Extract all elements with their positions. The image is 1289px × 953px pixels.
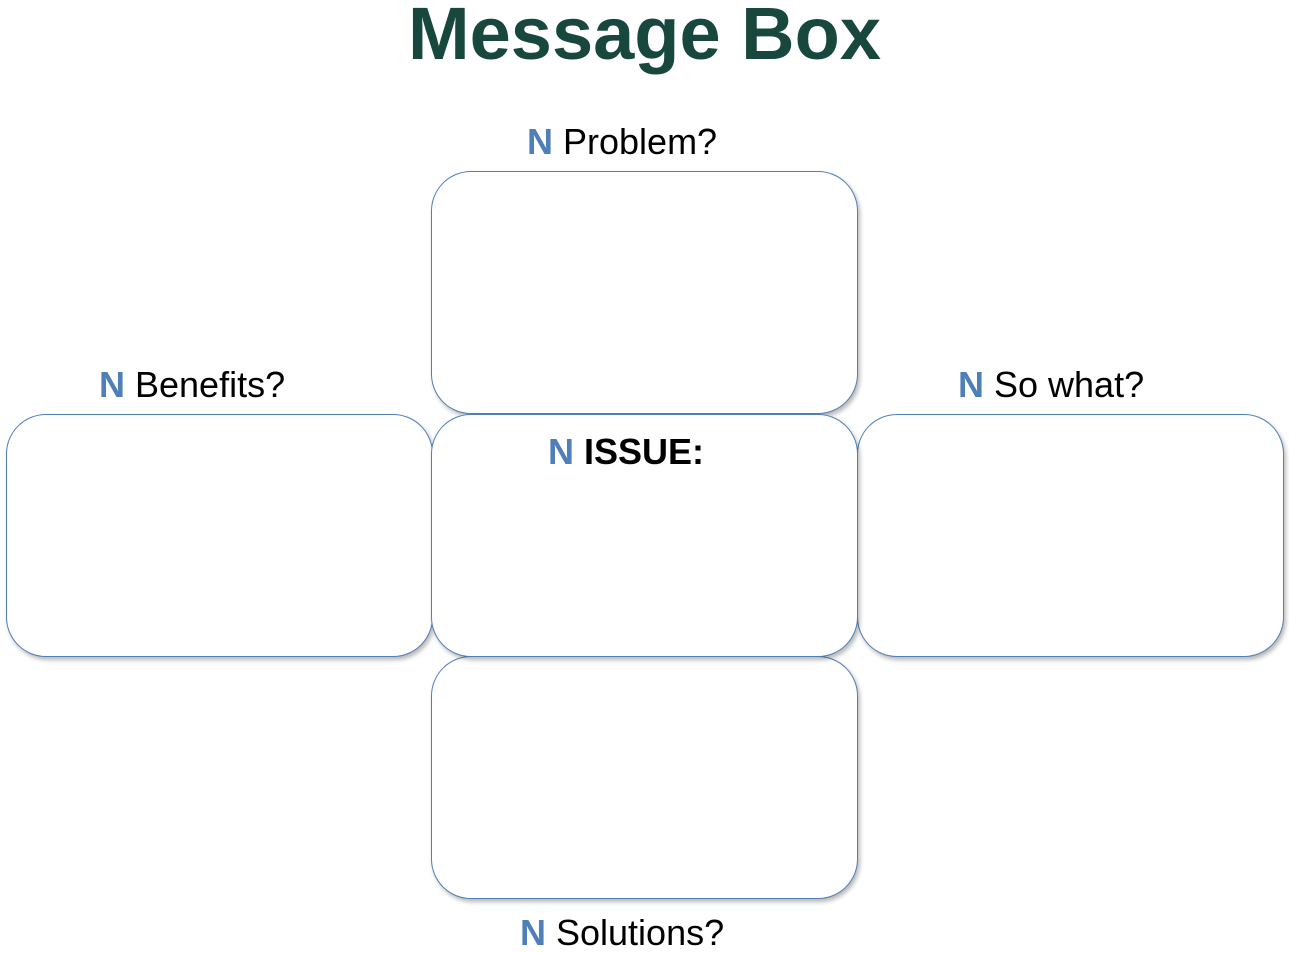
solutions-label-text: Solutions? [556,912,725,953]
bullet-marker: N [548,431,574,472]
benefits-box[interactable] [6,414,433,657]
issue-label-text: ISSUE: [584,431,705,472]
so-what-box[interactable] [857,414,1284,657]
bullet-marker: N [99,364,125,405]
bullet-marker: N [527,121,553,162]
solutions-box[interactable] [431,656,858,899]
page-title: Message Box [408,0,881,75]
bullet-marker: N [958,364,984,405]
issue-box[interactable] [431,414,858,657]
bullet-marker: N [520,912,546,953]
so-what-label-text: So what? [994,364,1145,405]
benefits-label-text: Benefits? [135,364,286,405]
problem-label-text: Problem? [563,121,718,162]
problem-box[interactable] [431,171,858,414]
